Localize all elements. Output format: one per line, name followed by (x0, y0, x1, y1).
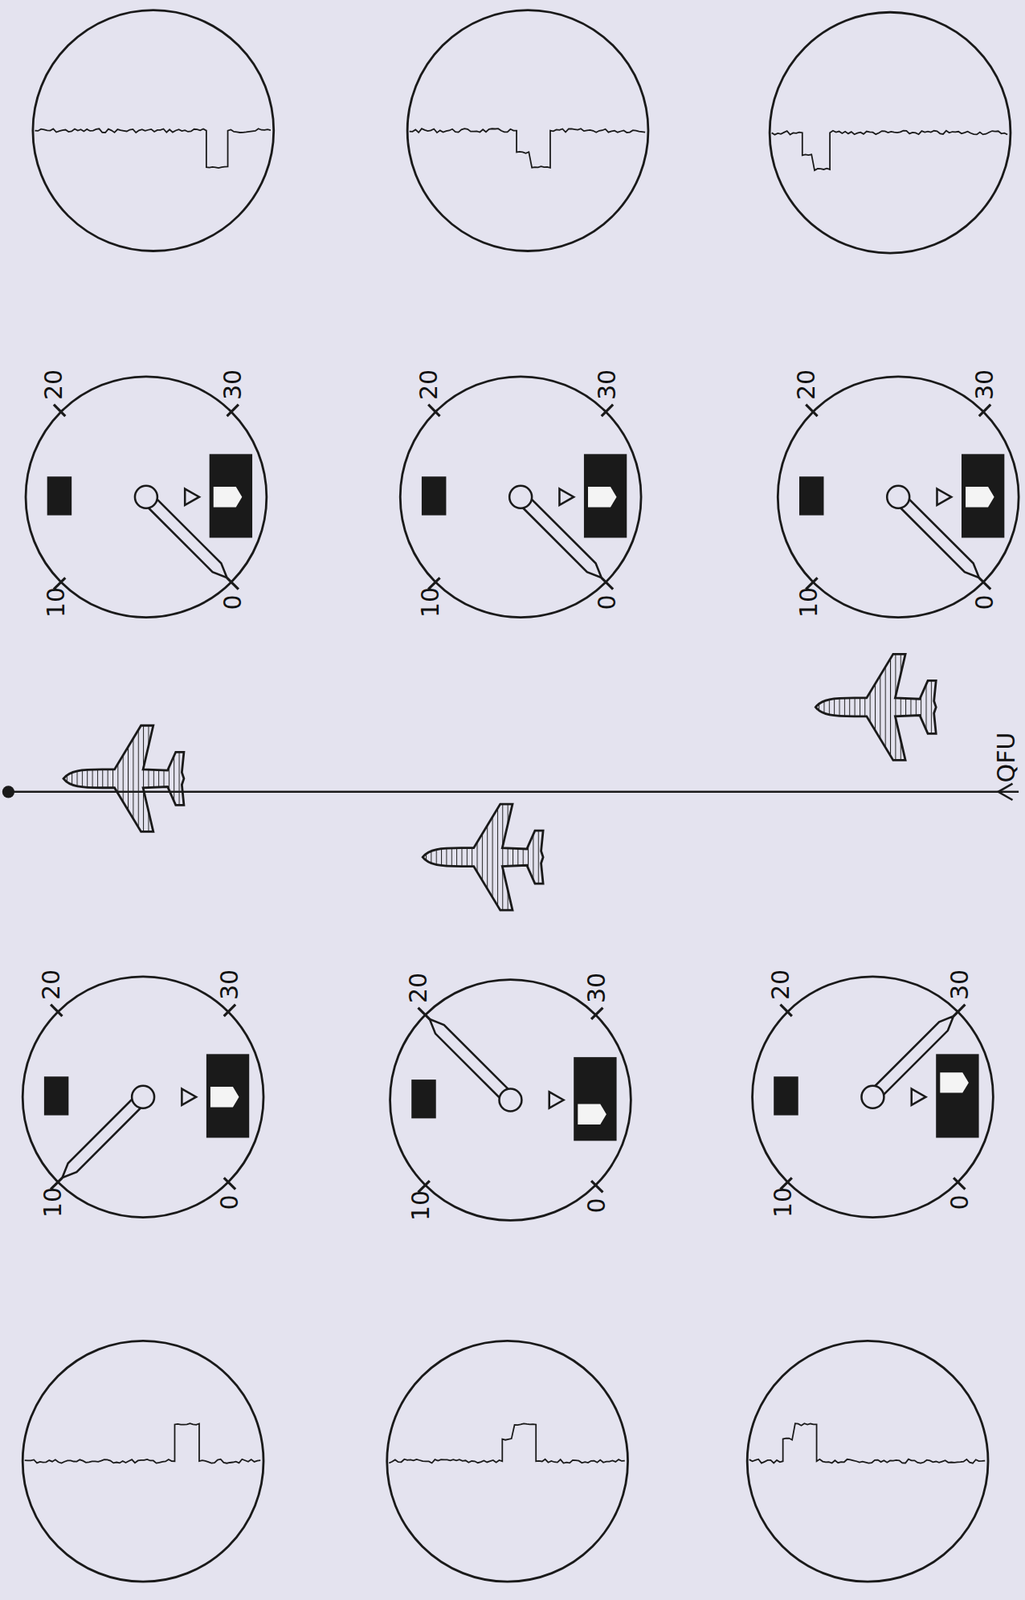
dial-scale-number: 20 (39, 969, 64, 1001)
dial-needle (899, 498, 980, 578)
dial-scale-number: 10 (796, 587, 821, 618)
dial-scale-number: 10 (44, 587, 69, 618)
dial-needle (62, 1098, 143, 1178)
dial-scale-number: 10 (40, 1187, 66, 1218)
dial-scale-number: 30 (595, 369, 620, 401)
scope-trace (749, 1423, 985, 1463)
qfu-arrow (998, 784, 1013, 801)
dial-scale-number: 0 (947, 1195, 972, 1211)
dial-scale-number: 10 (418, 587, 443, 618)
direction-label: QFU (994, 732, 1019, 784)
indicator-dial (400, 376, 642, 618)
scope-trace (34, 128, 270, 168)
scope-trace (388, 1423, 625, 1463)
aircraft-silhouette (63, 725, 184, 832)
dial-scale-number: 20 (794, 369, 819, 401)
indicator-dial (777, 376, 1019, 618)
dial-scale-number: 0 (972, 594, 997, 610)
dial-scale-number: 20 (416, 369, 442, 401)
dial-needle (522, 498, 602, 578)
dial-scale-number: 0 (217, 1195, 242, 1211)
indicator-dial (752, 976, 994, 1218)
dial-scale-number: 0 (584, 1197, 609, 1213)
dial-scale-number: 0 (595, 594, 620, 610)
scope-display (32, 10, 274, 252)
dial-scale-number: 20 (406, 972, 431, 1004)
dial-scale-number: 30 (947, 969, 972, 1001)
dial-scale-number: 30 (220, 369, 246, 401)
dial-scale-number: 30 (972, 369, 997, 401)
dial-needle (147, 498, 228, 578)
aircraft-silhouette (815, 653, 936, 760)
runway-dot (2, 785, 15, 798)
scope-display (747, 1340, 989, 1582)
scope-display (407, 10, 649, 252)
indicator-dial (25, 376, 267, 618)
dial-needle (429, 1019, 510, 1099)
dial-scale-number: 0 (220, 594, 246, 610)
scope-display (769, 12, 1011, 254)
indicator-dial (390, 980, 632, 1222)
aircraft-silhouette (422, 804, 544, 911)
dial-needle (873, 1016, 954, 1096)
scope-display (22, 1340, 264, 1582)
approach-line (8, 791, 1019, 794)
dial-scale-number: 10 (771, 1187, 796, 1218)
scope-display (387, 1340, 629, 1582)
dial-scale-number: 10 (408, 1190, 433, 1222)
scope-trace (409, 128, 646, 168)
scope-trace (771, 130, 1008, 171)
dial-scale-number: 20 (41, 369, 66, 401)
dial-scale-number: 30 (584, 972, 609, 1004)
indicator-dial (22, 976, 264, 1218)
dial-scale-number: 30 (217, 969, 242, 1001)
dial-scale-number: 20 (768, 969, 793, 1001)
scope-trace (24, 1423, 261, 1464)
